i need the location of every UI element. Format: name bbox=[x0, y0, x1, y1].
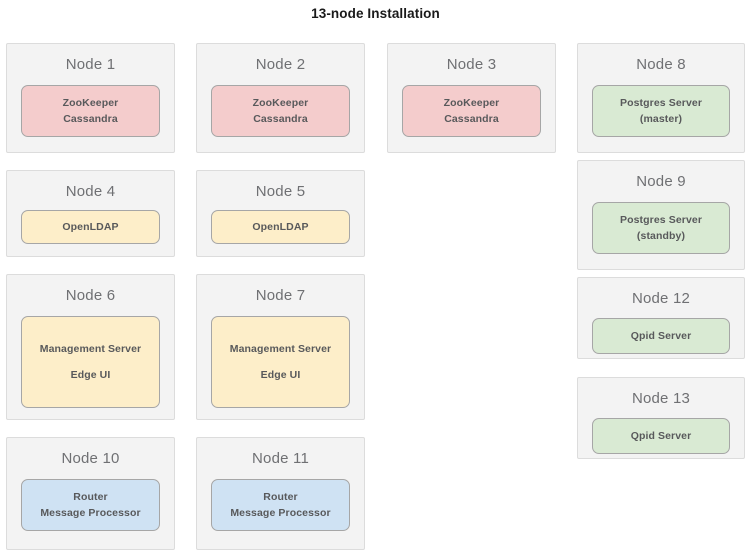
service-box-zookeeper-cassandra[interactable]: ZooKeeper Cassandra bbox=[402, 85, 541, 137]
service-box-zookeeper-cassandra[interactable]: ZooKeeper Cassandra bbox=[211, 85, 350, 137]
service-box-qpid-server[interactable]: Qpid Server bbox=[592, 318, 730, 354]
node-card-node-13[interactable]: Node 13 Qpid Server bbox=[577, 377, 745, 459]
service-line: Edge UI bbox=[70, 369, 111, 381]
service-line: Cassandra bbox=[63, 113, 118, 125]
service-box-postgres-server-master[interactable]: Postgres Server (master) bbox=[592, 85, 730, 137]
node-card-node-1[interactable]: Node 1 ZooKeeper Cassandra bbox=[6, 43, 175, 153]
service-line: Cassandra bbox=[253, 113, 308, 125]
service-box-management-server-edge-ui[interactable]: Management Server Edge UI bbox=[21, 316, 160, 408]
node-label: Node 5 bbox=[255, 183, 306, 200]
service-line: ZooKeeper bbox=[443, 97, 500, 109]
service-line: OpenLDAP bbox=[62, 221, 119, 233]
service-box-postgres-server-standby[interactable]: Postgres Server (standby) bbox=[592, 202, 730, 254]
node-label: Node 6 bbox=[65, 287, 116, 304]
service-line: Router bbox=[263, 491, 298, 503]
node-label: Node 11 bbox=[252, 450, 309, 467]
service-line: ZooKeeper bbox=[62, 97, 119, 109]
node-card-node-7[interactable]: Node 7 Management Server Edge UI bbox=[196, 274, 365, 420]
service-line: Management Server bbox=[229, 343, 332, 355]
service-line: Management Server bbox=[39, 343, 142, 355]
node-label: Node 1 bbox=[65, 56, 116, 73]
node-label: Node 8 bbox=[636, 56, 686, 73]
node-label: Node 7 bbox=[255, 287, 306, 304]
service-box-openldap[interactable]: OpenLDAP bbox=[211, 210, 350, 244]
service-box-zookeeper-cassandra[interactable]: ZooKeeper Cassandra bbox=[21, 85, 160, 137]
service-box-router-message-processor[interactable]: Router Message Processor bbox=[211, 479, 350, 531]
node-card-node-3[interactable]: Node 3 ZooKeeper Cassandra bbox=[387, 43, 556, 153]
node-label: Node 12 bbox=[631, 290, 691, 307]
node-label: Node 10 bbox=[61, 450, 120, 467]
service-line: Message Processor bbox=[40, 507, 141, 519]
page-title: 13-node Installation bbox=[311, 6, 440, 21]
service-line: Edge UI bbox=[260, 369, 301, 381]
service-line: (standby) bbox=[636, 230, 686, 242]
node-card-node-5[interactable]: Node 5 OpenLDAP bbox=[196, 170, 365, 257]
node-card-node-8[interactable]: Node 8 Postgres Server (master) bbox=[577, 43, 745, 153]
node-label: Node 9 bbox=[636, 173, 686, 190]
service-box-router-message-processor[interactable]: Router Message Processor bbox=[21, 479, 160, 531]
node-card-node-12[interactable]: Node 12 Qpid Server bbox=[577, 277, 745, 359]
service-line: Cassandra bbox=[444, 113, 499, 125]
service-line: Message Processor bbox=[230, 507, 331, 519]
node-card-node-9[interactable]: Node 9 Postgres Server (standby) bbox=[577, 160, 745, 270]
service-box-openldap[interactable]: OpenLDAP bbox=[21, 210, 160, 244]
service-line: Postgres Server bbox=[619, 214, 703, 226]
service-line: OpenLDAP bbox=[252, 221, 309, 233]
node-card-node-2[interactable]: Node 2 ZooKeeper Cassandra bbox=[196, 43, 365, 153]
service-box-qpid-server[interactable]: Qpid Server bbox=[592, 418, 730, 454]
service-line: ZooKeeper bbox=[252, 97, 309, 109]
node-card-node-4[interactable]: Node 4 OpenLDAP bbox=[6, 170, 175, 257]
service-line: Qpid Server bbox=[630, 430, 692, 442]
service-line: (master) bbox=[639, 113, 683, 125]
node-card-node-11[interactable]: Node 11 Router Message Processor bbox=[196, 437, 365, 550]
node-label: Node 2 bbox=[255, 56, 306, 73]
node-label: Node 13 bbox=[631, 390, 691, 407]
node-card-node-6[interactable]: Node 6 Management Server Edge UI bbox=[6, 274, 175, 420]
service-line: Qpid Server bbox=[630, 330, 692, 342]
service-line: Router bbox=[73, 491, 108, 503]
service-line: Postgres Server bbox=[619, 97, 703, 109]
service-box-management-server-edge-ui[interactable]: Management Server Edge UI bbox=[211, 316, 350, 408]
node-label: Node 4 bbox=[65, 183, 116, 200]
node-label: Node 3 bbox=[446, 56, 497, 73]
node-card-node-10[interactable]: Node 10 Router Message Processor bbox=[6, 437, 175, 550]
